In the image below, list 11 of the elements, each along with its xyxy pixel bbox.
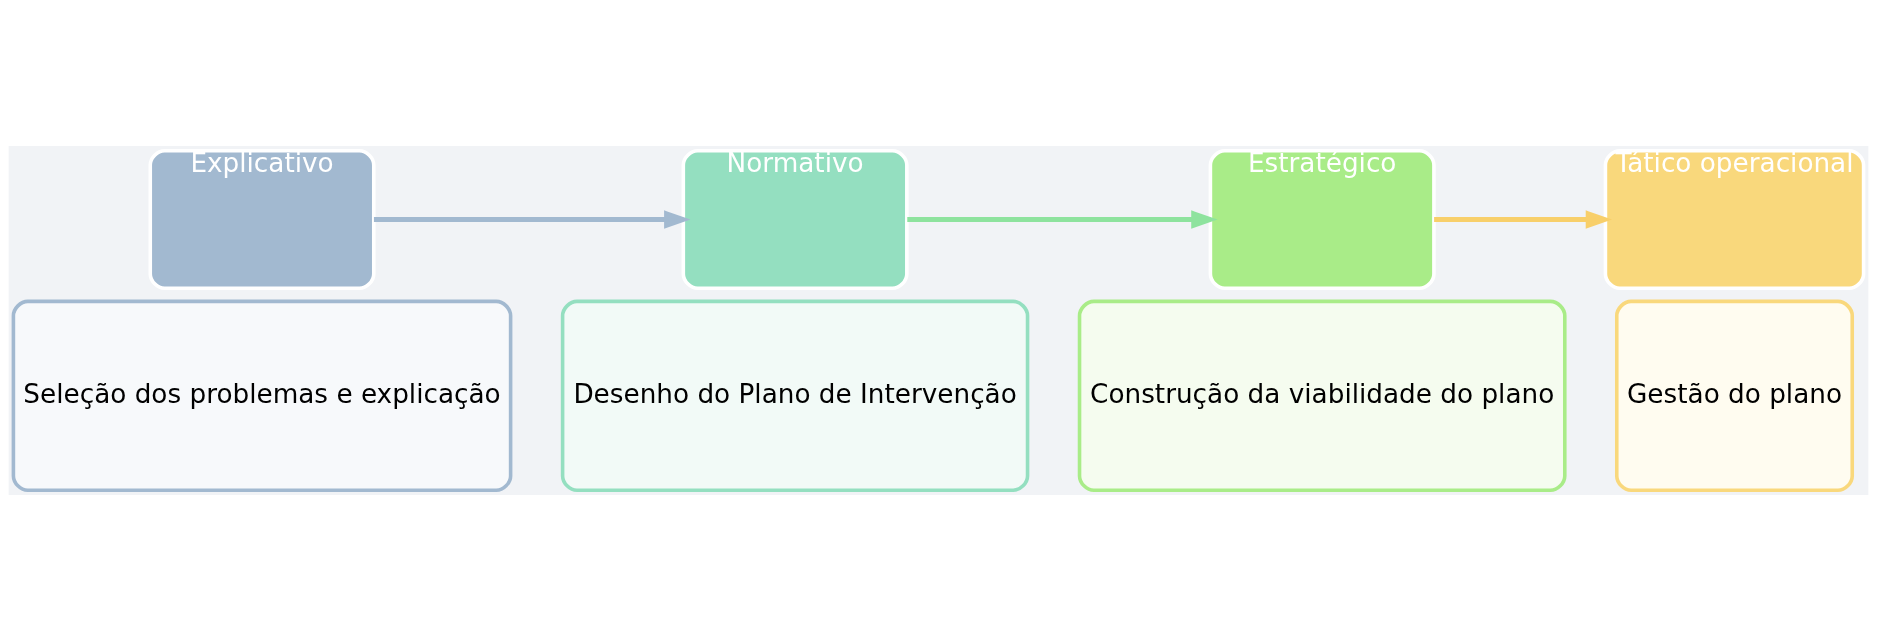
node-box: Normativo [681,148,909,290]
node-box: Tático operacional [1603,148,1866,290]
arrow [1434,209,1613,229]
node-box: Desenho do Plano de Intervenção [560,299,1030,492]
arrow [373,209,691,229]
arrow [907,209,1218,229]
node-box: Construção da viabilidade do plano [1077,299,1567,492]
node-box: Seleção dos problemas e explicação [11,299,513,492]
node-box: Explicativo [148,148,376,290]
node-box: Estratégico [1208,148,1436,290]
node-box: Gestão do plano [1615,299,1855,492]
